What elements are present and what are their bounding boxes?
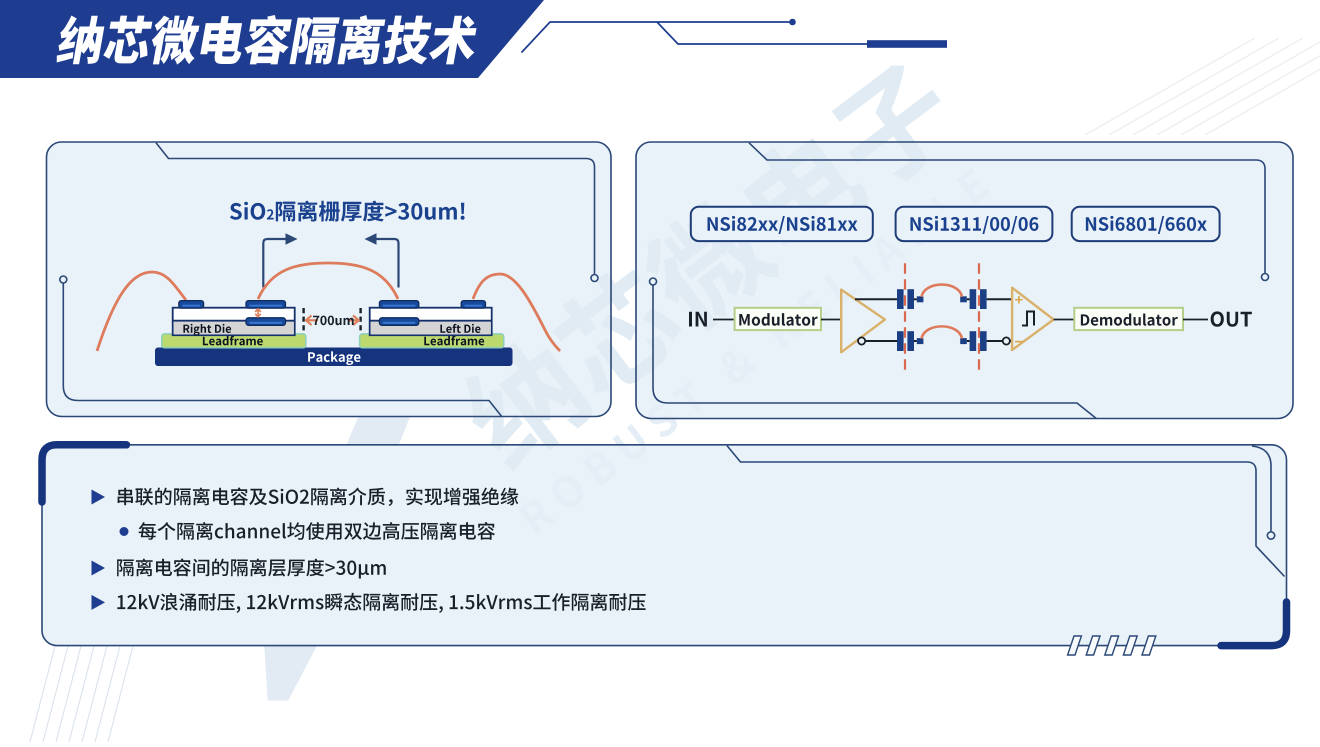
svg-text:+: + (1015, 292, 1024, 309)
svg-text:−: − (1015, 334, 1024, 351)
